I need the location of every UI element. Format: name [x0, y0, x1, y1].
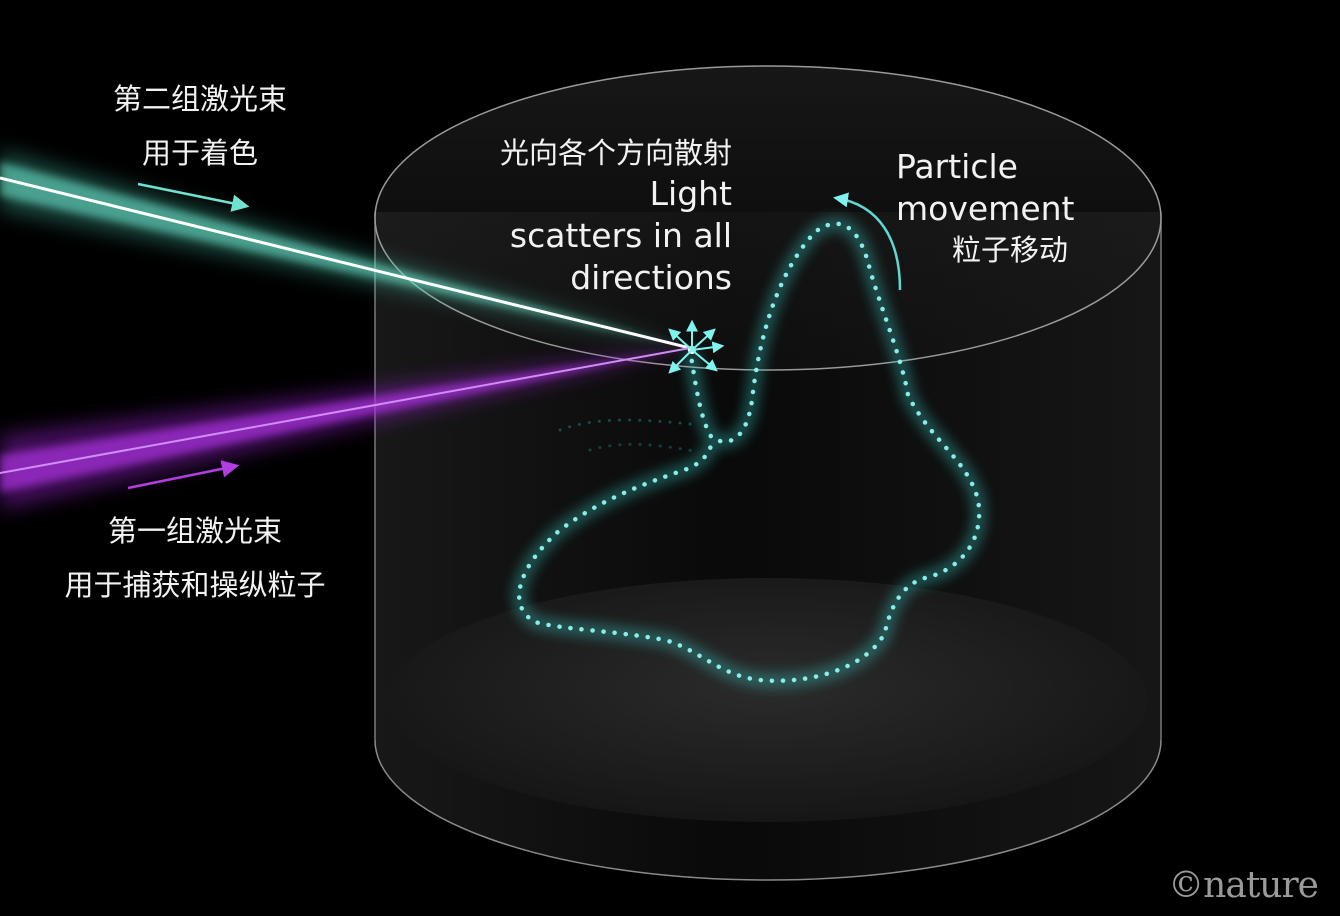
particle-label-en-line1: Particle — [896, 147, 1018, 186]
cylinder-floor — [388, 578, 1148, 822]
curved-arrow-icon — [833, 192, 902, 291]
cylinder — [374, 65, 1162, 881]
scatter-label-en-line2: scatters in all — [509, 216, 732, 255]
laser-beam-second — [0, 150, 691, 350]
scatter-label-cn: 光向各个方向散射 — [499, 136, 732, 170]
particle-trajectory — [512, 216, 987, 688]
beam2-label: 第二组激光束 用于着色 — [70, 72, 330, 180]
scatter-label: 光向各个方向散射 Light scatters in all direction… — [460, 133, 732, 299]
cylinder-top — [374, 65, 1162, 371]
beam1-label: 第一组激光束 用于捕获和操纵粒子 — [40, 504, 350, 612]
particle-label: Particle movement 粒子移动 — [896, 146, 1096, 270]
beam2-label-line2: 用于着色 — [141, 136, 258, 170]
particle-label-cn: 粒子移动 — [951, 233, 1068, 267]
laser-beam-first — [0, 347, 691, 510]
beam2-label-line1: 第二组激光束 — [112, 82, 287, 116]
arrow-right-icon — [137, 182, 250, 212]
scatter-label-en-line1: Light — [649, 174, 732, 213]
nature-watermark: ©nature — [1168, 865, 1319, 906]
particle-label-en-line2: movement — [896, 189, 1075, 228]
scatter-arrows-icon — [668, 319, 725, 374]
scatter-label-en-line3: directions — [570, 258, 732, 297]
arrow-right-icon — [127, 460, 240, 490]
beam1-label-line2: 用于捕获和操纵粒子 — [64, 568, 326, 602]
cylinder-bottom-edge — [374, 739, 1162, 881]
beam1-label-line1: 第一组激光束 — [107, 514, 282, 548]
